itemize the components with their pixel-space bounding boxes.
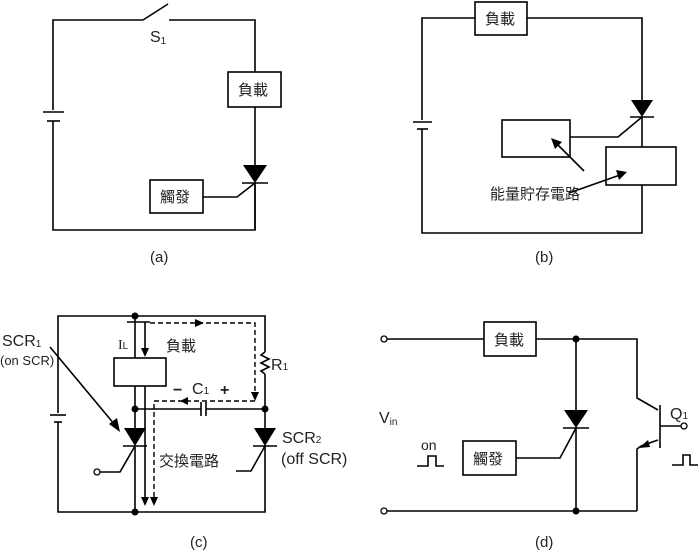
on-label: on bbox=[421, 437, 437, 453]
load-label-a: 負載 bbox=[238, 81, 268, 99]
current-label: IL bbox=[118, 338, 129, 353]
wire-d-top-right bbox=[536, 338, 659, 411]
transistor-q1 bbox=[636, 405, 688, 511]
transistor-label: Q1 bbox=[670, 406, 688, 423]
wire-c-top bbox=[57, 315, 266, 413]
resistor-r1 bbox=[259, 351, 271, 375]
trigger-label-d: 觸發 bbox=[473, 450, 503, 468]
switch-label-a: S1 bbox=[150, 29, 167, 47]
dashed-path-bottom bbox=[153, 400, 255, 500]
scr-a bbox=[203, 165, 268, 230]
scr-d bbox=[516, 410, 589, 511]
storage-box-cathode bbox=[605, 146, 677, 186]
load-label-c: 負載 bbox=[166, 337, 196, 355]
dashed-arrow-down2 bbox=[150, 497, 158, 506]
load-box-c bbox=[113, 357, 167, 387]
wire-a-top-left bbox=[52, 19, 143, 110]
scr1-note: (on SCR) bbox=[0, 353, 54, 368]
current-return-head bbox=[141, 497, 149, 506]
dashed-arrow-right bbox=[195, 319, 204, 327]
vin-terminal-bottom bbox=[380, 507, 388, 515]
switch-s1 bbox=[142, 3, 169, 21]
wire-a-top-right bbox=[169, 19, 256, 72]
caption-c: (c) bbox=[190, 534, 208, 551]
battery-b bbox=[413, 121, 432, 130]
load-box-a bbox=[227, 71, 282, 108]
cap-label: C1 bbox=[192, 381, 210, 398]
panel-c: SCR1 (on SCR) IL 負載 − C1 + R1 交換電路 SCR2 … bbox=[0, 312, 347, 551]
storage-box-gate bbox=[501, 119, 571, 158]
scr1-gate-terminal bbox=[93, 468, 101, 476]
vin-terminal-top bbox=[380, 335, 388, 343]
res-label: R1 bbox=[271, 357, 289, 374]
scr1-c bbox=[93, 428, 147, 512]
commutation-label: 交換電路 bbox=[159, 452, 219, 470]
battery-a bbox=[43, 111, 64, 122]
wire-b-top-right bbox=[527, 17, 643, 100]
scr1-pointer-head bbox=[109, 418, 120, 432]
scr2-note: (off SCR) bbox=[281, 451, 347, 468]
arrow-to-gate-box bbox=[551, 138, 585, 172]
vin-label: Vin bbox=[379, 410, 397, 428]
scr-b bbox=[570, 100, 654, 147]
wire-c-bottom bbox=[57, 422, 266, 513]
dashed-arrow-down bbox=[251, 392, 259, 401]
scr1-pointer bbox=[49, 346, 116, 426]
dashed-arrow-left bbox=[180, 397, 188, 405]
load-box-d bbox=[483, 321, 537, 357]
arrow-to-cathode-box bbox=[568, 170, 627, 194]
dashed-path-top bbox=[150, 322, 256, 397]
scr1-label: SCR1 bbox=[2, 333, 42, 350]
panel-d: 負載 觸發 Vin on Q1 (d) bbox=[379, 321, 698, 551]
cap-plus: + bbox=[220, 382, 229, 399]
current-arrow-head bbox=[141, 348, 149, 357]
caption-a: (a) bbox=[150, 249, 168, 266]
node-d-bottom bbox=[572, 507, 580, 515]
pulse-on-icon bbox=[417, 455, 444, 467]
trigger-label-a: 觸發 bbox=[160, 188, 190, 206]
scr2-label: SCR2 bbox=[282, 430, 322, 447]
q1-base-terminal bbox=[680, 422, 688, 430]
caption-b: (b) bbox=[535, 249, 553, 266]
wire-b-bottom bbox=[421, 129, 643, 234]
load-label-b: 負載 bbox=[485, 10, 515, 28]
trigger-box-d bbox=[462, 440, 517, 476]
wire-b-top-left bbox=[421, 17, 475, 120]
panel-b: 能量貯存電路 負載 (b) bbox=[413, 1, 677, 266]
panel-a: S1 負載 觸發 (a) bbox=[43, 3, 282, 266]
scr1-triangle bbox=[124, 428, 146, 446]
pulse-off-icon bbox=[672, 454, 698, 466]
cap-minus: − bbox=[173, 382, 182, 399]
load-label-d: 負載 bbox=[494, 331, 524, 349]
caption-d: (d) bbox=[535, 534, 553, 551]
trigger-box-a bbox=[149, 179, 204, 214]
battery-c bbox=[50, 414, 66, 423]
storage-label-b: 能量貯存電路 bbox=[490, 185, 580, 203]
scr2-c bbox=[236, 428, 277, 472]
